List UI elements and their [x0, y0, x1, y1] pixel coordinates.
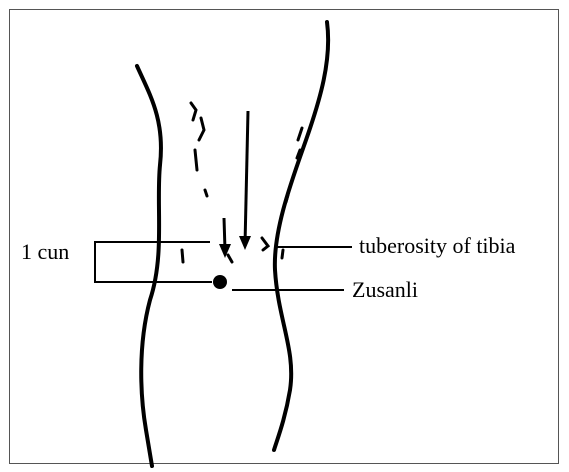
left-leg-outline	[137, 66, 161, 466]
knee-mark	[262, 238, 268, 250]
zusanli-label: Zusanli	[352, 279, 418, 301]
knee-mark	[199, 118, 204, 140]
knee-mark	[182, 250, 183, 262]
knee-mark	[191, 103, 196, 120]
central-arrow-shaft	[245, 111, 248, 245]
knee-mark	[282, 250, 283, 258]
central-arrowhead	[239, 236, 251, 250]
knee-mark	[298, 128, 302, 140]
cun-bracket	[95, 242, 212, 282]
zusanli-point	[213, 275, 227, 289]
knee-mark	[228, 255, 232, 262]
knee-mark	[195, 150, 197, 170]
knee-mark	[205, 190, 207, 196]
cun-measure-label: 1 cun	[21, 241, 69, 263]
tuberosity-label: tuberosity of tibia	[359, 235, 515, 257]
knee-mark	[286, 195, 288, 202]
right-leg-outline	[274, 22, 328, 450]
